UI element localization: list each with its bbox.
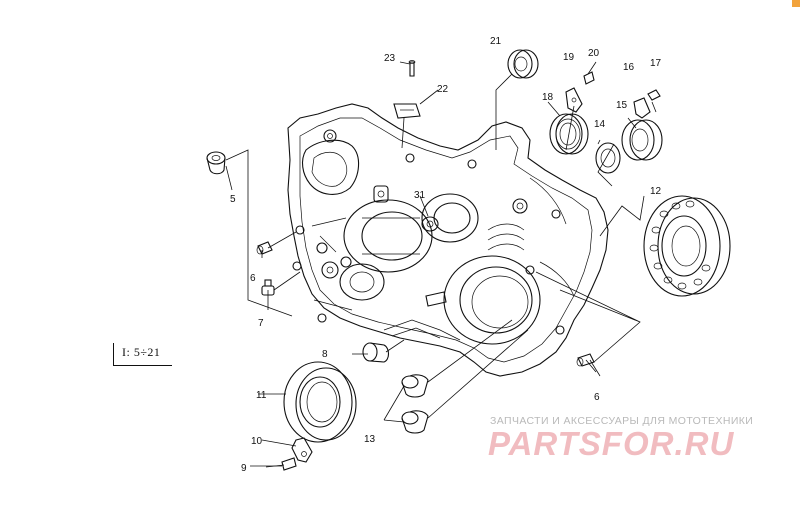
callout-19: 19 bbox=[563, 52, 575, 63]
callout-labels: 5 6 7 8 9 10 11 12 13 14 15 16 17 18 19 … bbox=[230, 36, 662, 474]
retaining-plate-10 bbox=[291, 437, 313, 463]
dowel-pin-6-right bbox=[576, 353, 595, 367]
needle-bearing-21 bbox=[507, 49, 539, 79]
scale-label: I: 5÷21 bbox=[122, 345, 161, 359]
bushing-5 bbox=[206, 151, 226, 175]
callout-17: 17 bbox=[650, 58, 662, 69]
callout-6-right: 6 bbox=[594, 392, 600, 403]
watermark-subtitle: ЗАПЧАСТИ И АКСЕССУАРЫ ДЛЯ МОТОТЕХНИКИ bbox=[490, 415, 754, 427]
callout-9: 9 bbox=[241, 463, 247, 474]
corner-accent bbox=[792, 0, 800, 7]
bushings-13 bbox=[401, 374, 429, 434]
callout-5: 5 bbox=[230, 194, 236, 205]
callout-21: 21 bbox=[490, 36, 502, 47]
callout-15: 15 bbox=[616, 100, 628, 111]
roller-bearing-12 bbox=[643, 195, 731, 297]
callout-11: 11 bbox=[256, 390, 267, 401]
dowel-pin-6-left bbox=[256, 241, 273, 255]
callout-6-left: 6 bbox=[250, 273, 256, 284]
leader-lines bbox=[225, 61, 657, 467]
callout-16: 16 bbox=[623, 62, 635, 73]
callout-20: 20 bbox=[588, 48, 600, 59]
crankcase-half bbox=[287, 103, 609, 377]
ball-bearing-15 bbox=[621, 119, 663, 161]
seal-14 bbox=[595, 142, 621, 174]
callout-7: 7 bbox=[258, 318, 264, 329]
callout-18: 18 bbox=[542, 92, 554, 103]
callout-12: 12 bbox=[650, 186, 662, 197]
callout-10: 10 bbox=[251, 436, 263, 447]
screw-9 bbox=[265, 457, 297, 471]
screw-17 bbox=[647, 89, 661, 101]
scale-label-frame bbox=[113, 343, 172, 366]
oil-seal-11 bbox=[283, 361, 357, 443]
ball-bearing-18 bbox=[549, 113, 589, 155]
callout-22: 22 bbox=[437, 84, 449, 95]
bolt-23 bbox=[408, 60, 416, 77]
plate-19 bbox=[565, 87, 583, 113]
screw-20 bbox=[583, 71, 595, 85]
callout-23: 23 bbox=[384, 53, 396, 64]
callout-14: 14 bbox=[594, 119, 606, 130]
bracket-22 bbox=[393, 103, 421, 119]
callout-8: 8 bbox=[322, 349, 328, 360]
callout-13: 13 bbox=[364, 434, 376, 445]
watermark-logo: PARTSFOR.RU bbox=[488, 425, 735, 462]
plate-16 bbox=[633, 97, 651, 119]
callout-31: 31 bbox=[414, 190, 426, 201]
bushing-8 bbox=[362, 342, 390, 363]
washer-31 bbox=[421, 216, 439, 232]
